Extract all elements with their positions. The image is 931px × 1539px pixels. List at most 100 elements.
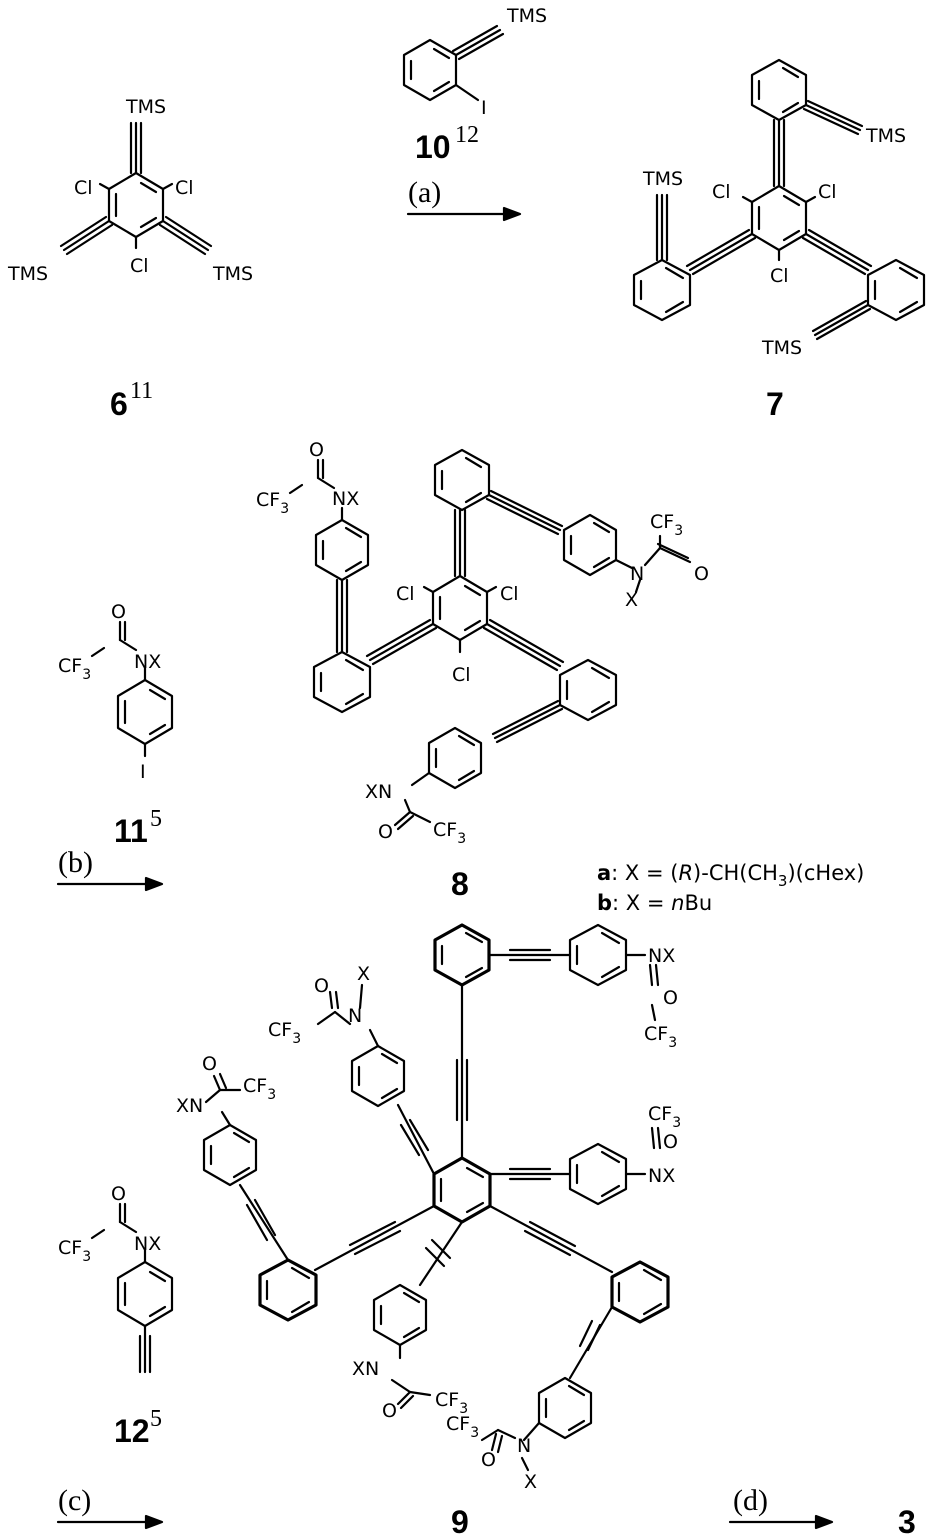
cf3-label: CF3	[650, 511, 683, 539]
tms-label: TMS	[7, 263, 48, 285]
subscript: 3	[82, 667, 91, 683]
cf-text: CF	[650, 511, 674, 533]
oxygen-label: O	[382, 1400, 397, 1422]
cf3-label: CF3	[644, 1023, 677, 1051]
reaction-arrow-a	[406, 206, 522, 222]
reaction-arrow-c	[56, 1514, 164, 1530]
nitrogen-label: N	[630, 563, 644, 585]
nx-label: NX	[648, 1165, 675, 1187]
compound-6-structure: TMS Cl Cl Cl TMS TMS	[7, 96, 253, 285]
oxygen-label: O	[111, 601, 126, 623]
cf3-label: CF3	[58, 1237, 91, 1265]
oxygen-label: O	[309, 439, 324, 461]
cf-text: CF	[435, 1389, 459, 1411]
tms-label: TMS	[865, 125, 906, 147]
legend-b-end: Bu	[684, 891, 712, 915]
subscript: 3	[672, 1115, 681, 1131]
iodine-label: I	[481, 97, 487, 119]
subscript: 3	[457, 831, 466, 847]
compound-7-number: 7	[766, 386, 784, 422]
cf-text: CF	[256, 489, 280, 511]
compound-12-ref: 5	[150, 1406, 162, 1432]
reaction-arrow-d	[728, 1514, 834, 1530]
oxygen-label: O	[663, 987, 678, 1009]
cl-label: Cl	[500, 583, 519, 605]
compound-9-structure: NX O CF3 CF3 O NX N X O CF3	[176, 923, 681, 1493]
subscript: 3	[280, 501, 289, 517]
cf3-label: CF3	[433, 819, 466, 847]
compound-6-ref: 11	[130, 378, 153, 404]
xn-label: XN	[365, 781, 392, 803]
cf3-label: CF3	[446, 1413, 479, 1441]
xn-label: XN	[352, 1358, 379, 1380]
subscript: 3	[470, 1425, 479, 1441]
oxygen-label: O	[663, 1131, 678, 1153]
compound-6-number: 6	[110, 386, 128, 422]
subscript: 3	[674, 523, 683, 539]
step-a-label: (a)	[408, 176, 441, 209]
cf-text: CF	[648, 1103, 672, 1125]
compound-8-number: 8	[451, 866, 469, 902]
subscript: 3	[292, 1031, 301, 1047]
compound-9-number: 9	[451, 1504, 469, 1539]
compound-10-ref: 12	[455, 122, 479, 148]
nx-label: NX	[648, 945, 675, 967]
step-d-label: (d)	[733, 1484, 768, 1517]
cl-label: Cl	[396, 583, 415, 605]
oxygen-label: O	[694, 563, 709, 585]
cf-text: CF	[243, 1075, 267, 1097]
tms-label: TMS	[212, 263, 253, 285]
compound-3-number: 3	[898, 1504, 916, 1539]
compound-8-structure: CF3 N O X O CF3 NX	[256, 439, 709, 847]
tms-label: TMS	[125, 96, 166, 118]
cf-text: CF	[58, 655, 82, 677]
oxygen-label: O	[481, 1449, 496, 1471]
tms-label: TMS	[642, 168, 683, 190]
cl-label: Cl	[74, 177, 93, 199]
compound-12-structure: O CF3 NX	[58, 1183, 174, 1374]
nitrogen-label: N	[348, 1005, 362, 1027]
compound-10-structure: TMS I	[402, 5, 547, 119]
legend-a: a: X = (R)-CH(CH3)(cHex)	[597, 861, 864, 890]
nx-label: NX	[134, 651, 161, 673]
cl-label: Cl	[712, 181, 731, 203]
step-c-label: (c)	[58, 1484, 91, 1517]
legend-a-key: a	[597, 861, 611, 885]
legend-a-sub: 3	[778, 872, 788, 890]
compound-12-number: 12	[114, 1413, 150, 1449]
legend-b-n: n	[671, 891, 684, 915]
cf3-label: CF3	[58, 655, 91, 683]
subscript: 3	[82, 1249, 91, 1265]
iodine-label: I	[140, 761, 146, 783]
legend-b-key: b	[597, 891, 612, 915]
cf-text: CF	[268, 1019, 292, 1041]
tms-label: TMS	[761, 337, 802, 359]
legend-a-text: : X = (	[611, 861, 678, 885]
compound-11-ref: 5	[150, 806, 162, 832]
oxygen-label: O	[111, 1183, 126, 1205]
legend-a-rest: )-CH(CH	[693, 861, 778, 885]
reaction-arrow-b	[56, 876, 164, 892]
xn-label: XN	[176, 1095, 203, 1117]
nx-label: NX	[134, 1233, 161, 1255]
oxygen-label: O	[378, 821, 393, 843]
cf-text: CF	[644, 1023, 668, 1045]
cl-label: Cl	[770, 265, 789, 287]
cf3-label: CF3	[648, 1103, 681, 1131]
legend-b: b: X = nBu	[597, 891, 712, 915]
compound-7-structure: TMS TMS Cl Cl Cl TMS	[632, 58, 926, 359]
cf3-label: CF3	[435, 1389, 468, 1417]
nitrogen-label: N	[517, 1435, 531, 1457]
legend-a-r: R	[678, 861, 693, 885]
cl-label: Cl	[818, 181, 837, 203]
subscript: 3	[668, 1035, 677, 1051]
legend-a-end: )(cHex)	[787, 861, 864, 885]
legend-b-text: : X =	[612, 891, 671, 915]
cf3-label: CF3	[243, 1075, 276, 1103]
cf-text: CF	[446, 1413, 470, 1435]
tms-label: TMS	[506, 5, 547, 27]
x-label: X	[524, 1471, 537, 1493]
subscript: 3	[267, 1087, 276, 1103]
cf-text: CF	[58, 1237, 82, 1259]
